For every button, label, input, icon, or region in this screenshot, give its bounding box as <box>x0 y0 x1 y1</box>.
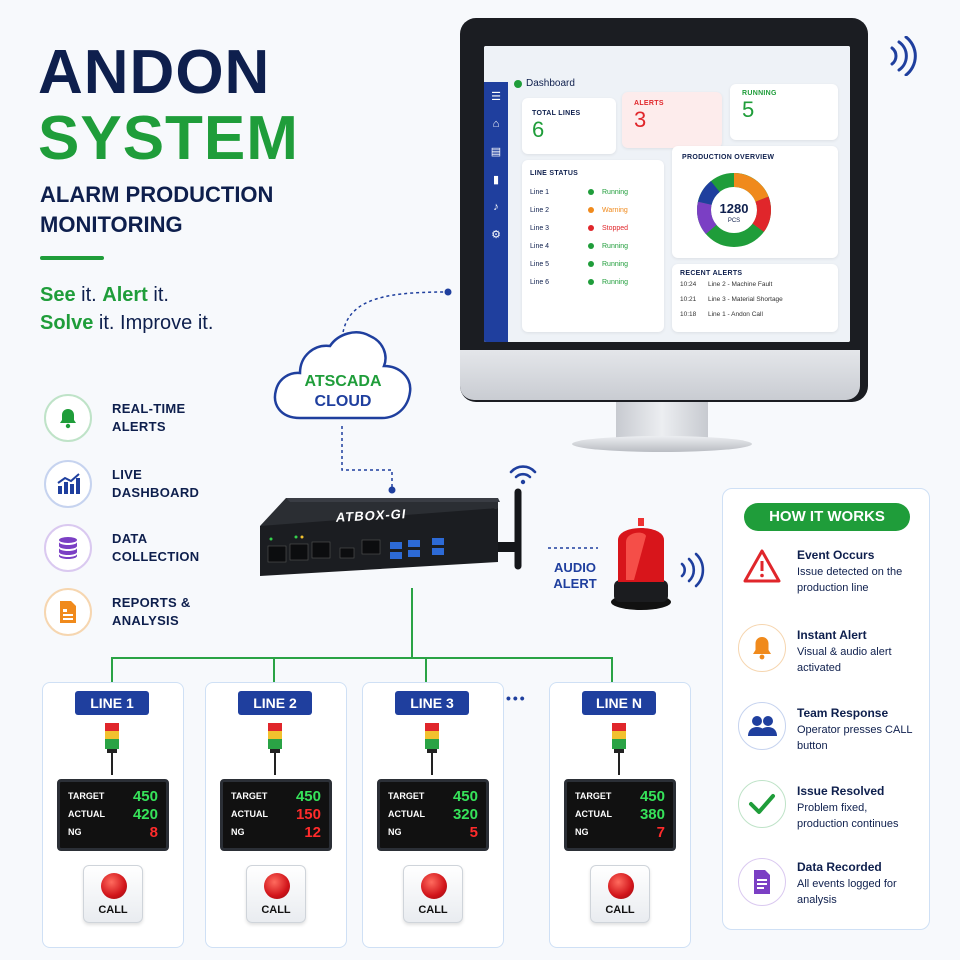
more-lines-ellipsis: ••• <box>506 690 527 706</box>
audio-alert-label: AUDIO ALERT <box>553 560 597 591</box>
monitor-base <box>572 436 752 452</box>
call-button[interactable]: CALL <box>246 865 306 923</box>
title-system: SYSTEM <box>38 104 299 173</box>
dashboard-sidebar: ☰ ⌂ ▤ ▮ ♪ ⚙ <box>484 82 508 342</box>
line-name: LINE 3 <box>395 691 469 715</box>
chart-icon[interactable]: ▮ <box>492 174 500 186</box>
overview-unit: PCS <box>727 218 741 224</box>
feature-label: REPORTS & ANALYSIS <box>112 595 191 628</box>
team-icon <box>738 702 786 750</box>
home-icon[interactable]: ⌂ <box>492 118 500 130</box>
feature-reports-analysis: REPORTS & ANALYSIS <box>44 588 304 638</box>
bell-icon[interactable]: ♪ <box>493 201 499 213</box>
production-overview-panel: PRODUCTION OVERVIEW 1280 PCS <box>672 146 838 258</box>
feature-label: REAL-TIME ALERTS <box>112 401 186 434</box>
call-button[interactable]: CALL <box>590 865 650 923</box>
step-description: All events logged for analysis <box>797 878 897 906</box>
feature-live-dashboard: LIVE DASHBOARD <box>44 460 304 510</box>
subtitle: ALARM PRODUCTION MONITORING <box>40 182 274 237</box>
how-it-works-title: HOW IT WORKS <box>744 503 910 531</box>
call-button[interactable]: CALL <box>403 865 463 923</box>
dashboard-screen: ☰ ⌂ ▤ ▮ ♪ ⚙ Dashboard TOTAL LINES 6 ALER… <box>484 46 850 342</box>
bar-chart-icon <box>44 460 92 508</box>
report-icon <box>44 588 92 636</box>
alarm-beacon <box>611 518 671 610</box>
stack-light-icon <box>268 723 282 775</box>
tagline-row-2: Solve it. Improve it. <box>40 312 214 334</box>
card-total-lines[interactable]: TOTAL LINES 6 <box>522 98 616 154</box>
warning-icon <box>738 542 786 590</box>
gear-icon[interactable]: ⚙ <box>491 229 501 241</box>
step-title: Team Response <box>797 706 889 720</box>
lines-icon[interactable]: ▤ <box>490 146 502 158</box>
line-name: LINE 1 <box>75 691 149 715</box>
bell-icon <box>44 394 92 442</box>
tagline-row-1: See it. Alert it. <box>40 284 169 306</box>
menu-icon[interactable]: ☰ <box>491 91 501 103</box>
card-alerts[interactable]: ALERTS 3 <box>622 92 722 148</box>
stack-light-icon <box>105 723 119 775</box>
cloud-icon <box>273 331 412 420</box>
step-title: Data Recorded <box>797 860 882 874</box>
stack-light-icon <box>612 723 626 775</box>
monitor-chin <box>460 350 860 400</box>
feature-label: DATA COLLECTION <box>112 531 200 564</box>
step-title: Event Occurs <box>797 548 875 562</box>
step-title: Issue Resolved <box>797 784 885 798</box>
step-description: Operator presses CALL button <box>797 724 913 752</box>
title-andon: ANDON <box>38 38 271 107</box>
step-description: Issue detected on the production line <box>797 566 903 594</box>
line-name: LINE N <box>582 691 656 715</box>
bell-icon <box>738 624 786 672</box>
stack-light-icon <box>425 723 439 775</box>
dashboard-logo-icon <box>514 79 522 88</box>
wifi-icon <box>890 36 917 76</box>
step-title: Instant Alert <box>797 628 867 642</box>
dashboard-title: Dashboard <box>526 78 575 89</box>
check-icon <box>738 780 786 828</box>
feature-real-time-alerts: REAL-TIME ALERTS <box>44 394 304 444</box>
feature-data-collection: DATA COLLECTION <box>44 524 304 574</box>
title-divider <box>40 256 104 260</box>
call-button[interactable]: CALL <box>83 865 143 923</box>
dashboard-header: Dashboard <box>514 78 575 89</box>
step-description: Problem fixed, production continues <box>797 802 899 830</box>
step-description: Visual & audio alert activated <box>797 646 892 674</box>
gateway-wifi-icon <box>509 465 537 485</box>
line-name: LINE 2 <box>238 691 312 715</box>
production-donut-chart <box>697 173 771 247</box>
document-icon <box>738 858 786 906</box>
feature-label: LIVE DASHBOARD <box>112 467 200 500</box>
cloud-label: ATSCADA CLOUD <box>304 373 382 410</box>
database-icon <box>44 524 92 572</box>
overview-value: 1280 <box>719 201 749 216</box>
card-running[interactable]: RUNNING 5 <box>730 84 838 140</box>
sound-waves-icon <box>680 552 705 588</box>
gateway-device <box>260 488 522 576</box>
